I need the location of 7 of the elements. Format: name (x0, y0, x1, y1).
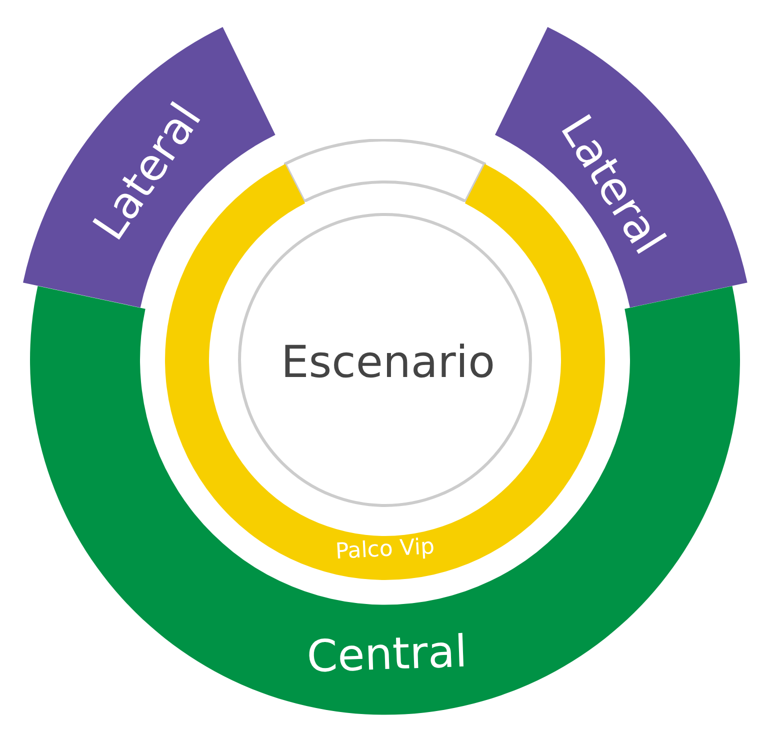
walkway-band (284, 139, 486, 202)
section-label: Palco Vip (334, 536, 436, 564)
section-label: Escenario (280, 341, 496, 385)
seating-section (22, 26, 276, 309)
seating-section (494, 26, 748, 309)
section-label: Central (306, 630, 468, 680)
seating-section (29, 285, 741, 716)
